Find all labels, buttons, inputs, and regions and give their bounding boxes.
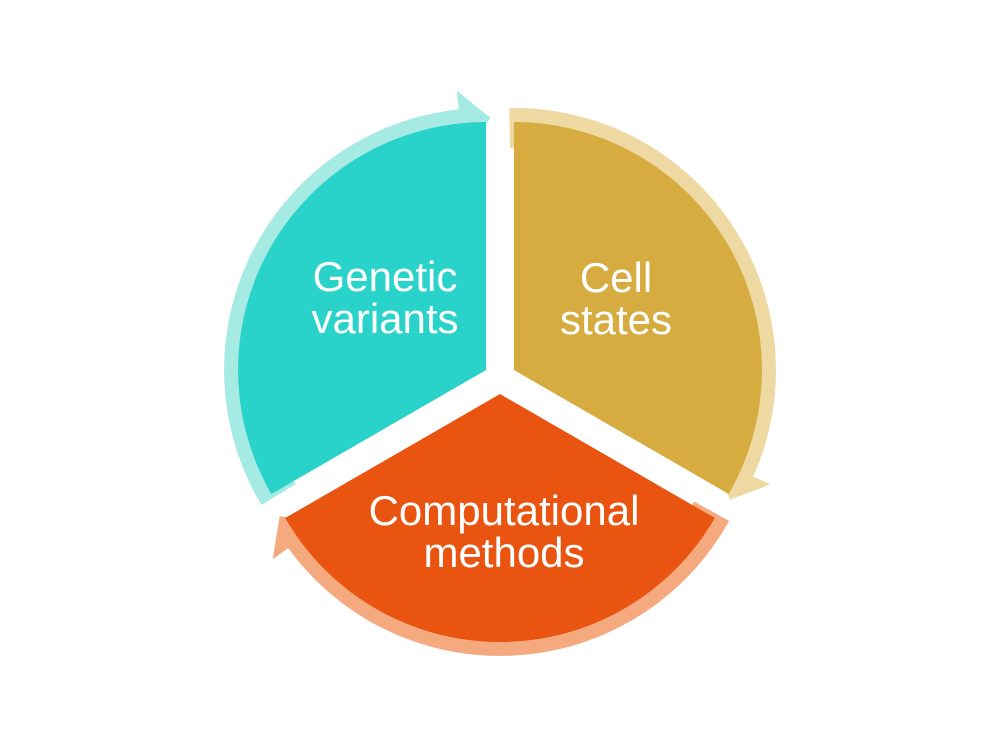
segment-genetic-variants: [238, 122, 487, 494]
segment-label-states: states: [560, 296, 672, 343]
segment-label-genetic: Genetic: [313, 253, 458, 300]
segment-label-variants: variants: [311, 295, 458, 342]
segment-cell-states: [513, 121, 762, 494]
segment-label-cell: Cell: [580, 254, 652, 301]
cycle-arrow-band-genetic-variants: [224, 108, 469, 505]
segment-computational-methods: [285, 394, 715, 643]
segment-label-computational: Computational: [369, 487, 640, 534]
cycle-arrow-band-cell-states: [509, 107, 776, 483]
segment-label-methods: methods: [423, 529, 584, 576]
